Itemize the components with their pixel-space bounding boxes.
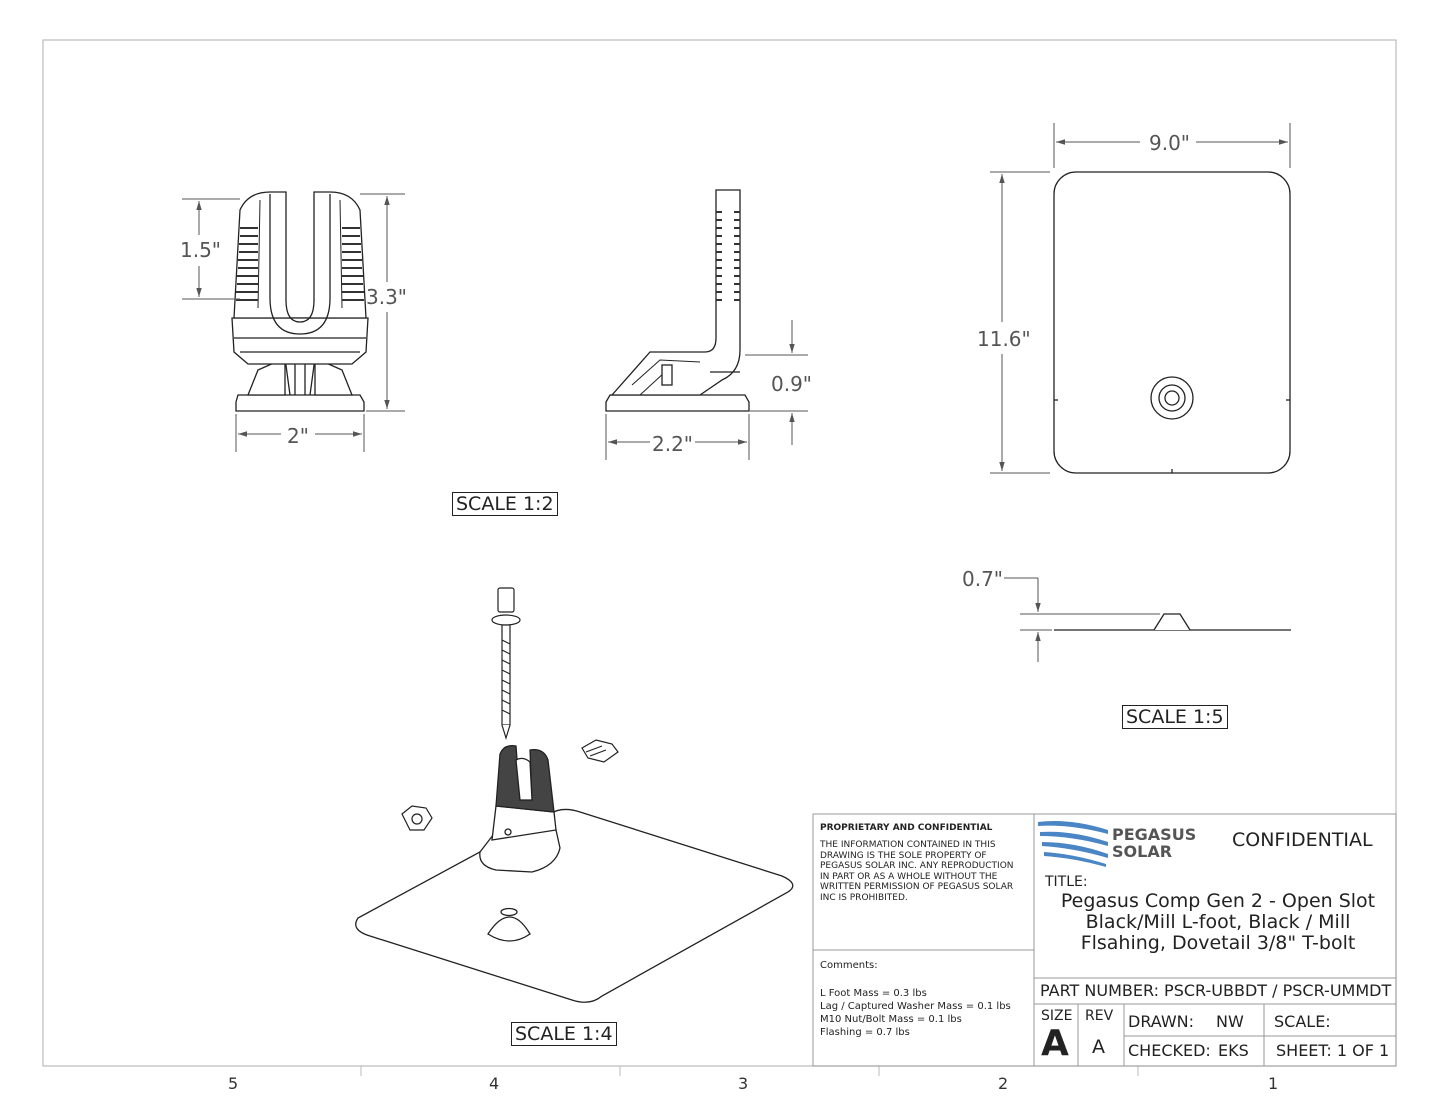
flashing-dims — [990, 123, 1291, 474]
front-view-ribbing — [236, 227, 364, 301]
front-dims — [182, 193, 405, 452]
sheet-border — [42, 39, 1397, 1067]
title-label: TITLE: — [1045, 874, 1088, 890]
rev-value: A — [1092, 1036, 1105, 1058]
side-dims — [605, 320, 808, 460]
isometric-nut — [401, 805, 433, 831]
zone-number: 1 — [1268, 1074, 1279, 1093]
size-value: A — [1041, 1023, 1069, 1064]
dim-total-height: 3.3" — [366, 285, 408, 309]
scale-field-label: SCALE: — [1274, 1012, 1331, 1031]
logo-text-solar: SOLAR — [1112, 842, 1173, 861]
zone-number: 2 — [998, 1074, 1009, 1093]
side-view-ribbing — [716, 211, 740, 301]
isometric-t-bolt — [581, 739, 619, 763]
drawing-title: Pegasus Comp Gen 2 - Open Slot Black/Mil… — [1060, 890, 1376, 954]
pegasus-logo-mark — [1038, 821, 1108, 867]
side-view-lfoot — [605, 189, 750, 412]
proprietary-text: THE INFORMATION CONTAINED IN THIS DRAWIN… — [820, 840, 1014, 903]
zone-number: 3 — [738, 1074, 749, 1093]
flashing-profile-dims — [1004, 577, 1160, 662]
confidential-label: CONFIDENTIAL — [1232, 829, 1373, 851]
isometric-lag-screw — [491, 587, 521, 741]
comment-line: Lag / Captured Washer Mass = 0.1 lbs — [820, 1001, 1011, 1012]
drawn-value: NW — [1216, 1012, 1244, 1031]
comments-label: Comments: — [820, 960, 878, 971]
scale-label-profile: SCALE 1:5 — [1122, 705, 1228, 729]
dim-flashing-profile-height: 0.7" — [962, 567, 1004, 591]
dim-side-depth: 2.2" — [652, 432, 694, 456]
zone-number: 4 — [489, 1074, 500, 1093]
checked-label: CHECKED: — [1128, 1041, 1211, 1060]
scale-label-views: SCALE 1:2 — [452, 492, 558, 516]
isometric-flashing — [355, 808, 794, 1003]
proprietary-heading: PROPRIETARY AND CONFIDENTIAL — [820, 823, 993, 833]
sheet-number: SHEET: 1 OF 1 — [1276, 1041, 1390, 1060]
front-view-lfoot — [231, 191, 369, 412]
flashing-top-view — [1053, 171, 1291, 474]
drawn-label: DRAWN: — [1128, 1012, 1195, 1031]
comment-line: L Foot Mass = 0.3 lbs — [820, 988, 927, 999]
comment-line: M10 Nut/Bolt Mass = 0.1 lbs — [820, 1014, 962, 1025]
dim-flashing-height: 11.6" — [977, 327, 1031, 351]
dim-flashing-width: 9.0" — [1149, 131, 1191, 155]
comment-line: Flashing = 0.7 lbs — [820, 1027, 910, 1038]
isometric-lfoot — [479, 745, 561, 873]
title-block-grid — [812, 813, 1397, 1067]
logo-text-pegasus: PEGASUS — [1112, 825, 1197, 844]
checked-value: EKS — [1218, 1041, 1249, 1060]
part-number: PART NUMBER: PSCR-UBBDT / PSCR-UMMDT — [1040, 981, 1392, 1000]
scale-label-isometric: SCALE 1:4 — [511, 1022, 617, 1046]
dim-slot-height: 1.5" — [180, 238, 222, 262]
dim-side-base-height: 0.9" — [771, 372, 813, 396]
zone-number: 5 — [228, 1074, 239, 1093]
size-label: SIZE — [1041, 1008, 1073, 1024]
rev-label: REV — [1085, 1008, 1114, 1024]
flashing-profile — [1054, 613, 1291, 631]
dim-front-width: 2" — [287, 424, 309, 448]
